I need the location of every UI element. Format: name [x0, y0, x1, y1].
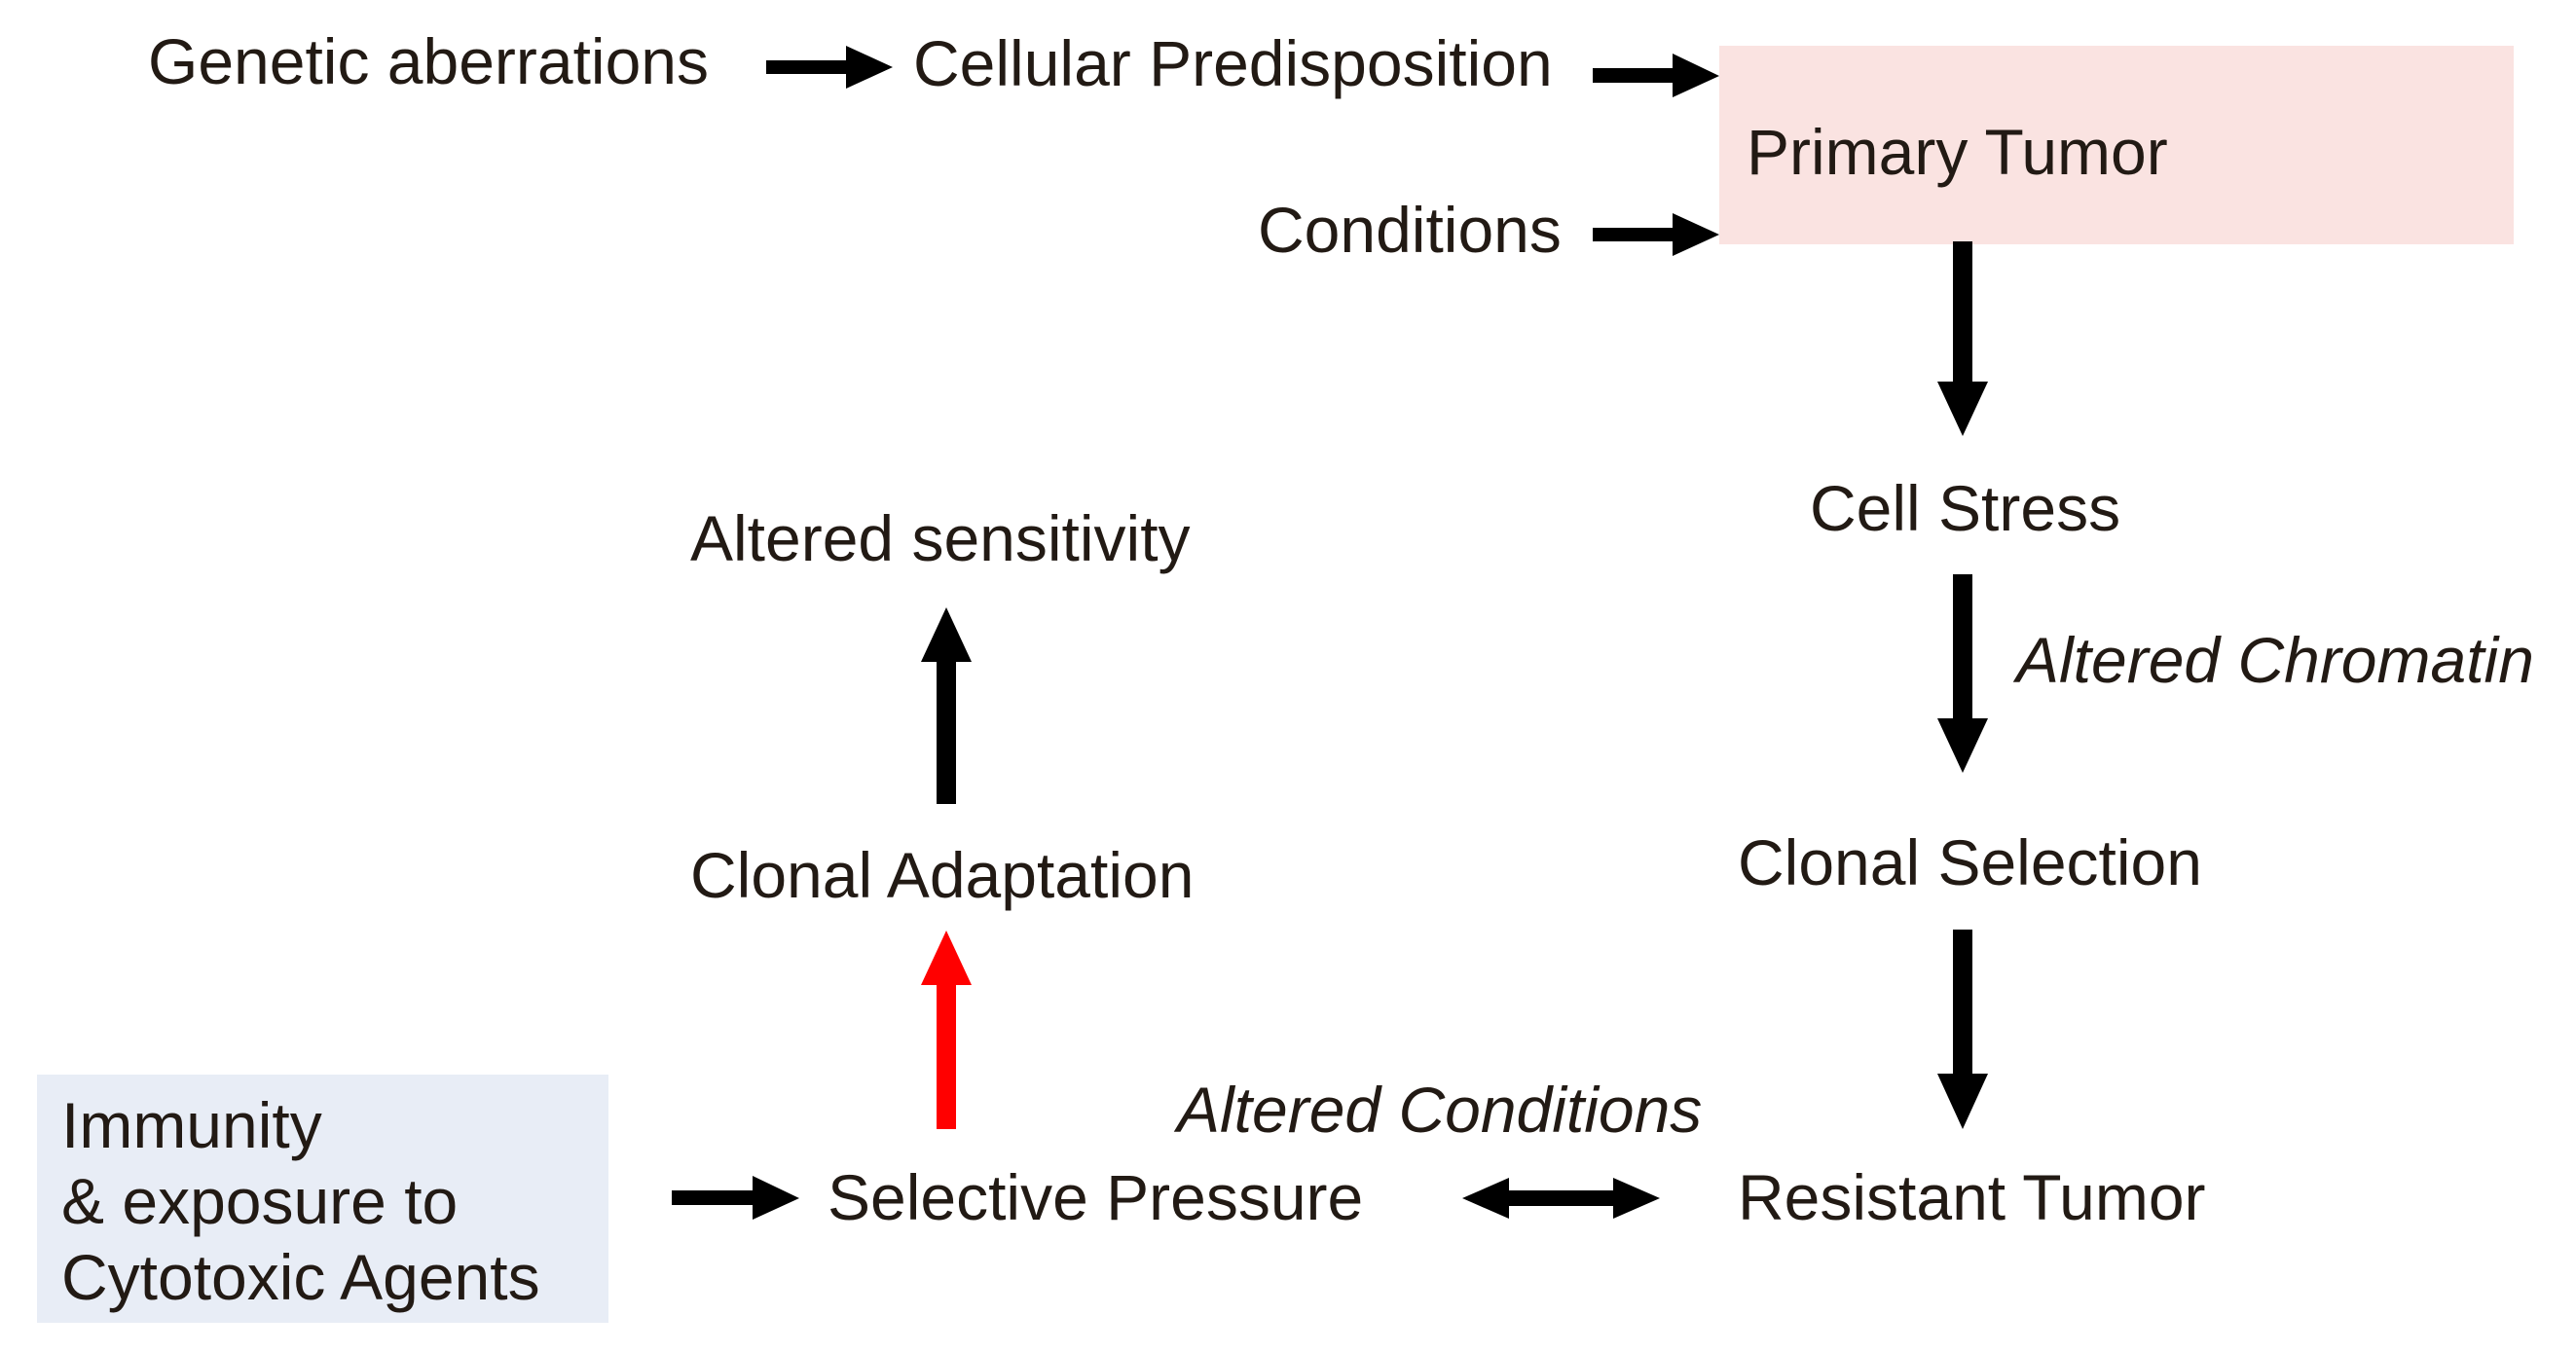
arrow-adaptation-to-sensitivity	[921, 607, 972, 804]
node-immunity-agents: Immunity & exposure to Cytotoxic Agents	[61, 1089, 540, 1313]
node-selective-pressure: Selective Pressure	[828, 1161, 1364, 1233]
arrow-predisposition-to-primary	[1593, 54, 1719, 97]
node-resistant-tumor: Resistant Tumor	[1738, 1161, 2206, 1233]
node-clonal-selection: Clonal Selection	[1738, 826, 2202, 898]
immunity-agents-box	[37, 1075, 608, 1323]
primary-tumor-box	[1719, 46, 2514, 244]
arrow-selective-to-adaptation	[921, 931, 972, 1129]
arrow-clonal-selection-to-resistant	[1937, 930, 1988, 1129]
arrow-immunity-to-selective	[672, 1176, 799, 1220]
node-genetic-aberrations: Genetic aberrations	[148, 25, 709, 97]
arrow-cell-stress-to-clonal-selection	[1937, 574, 1988, 773]
edge-label-altered-conditions: Altered Conditions	[1177, 1074, 1703, 1146]
arrow-genetic-to-predisposition	[766, 46, 893, 89]
node-primary-tumor: Primary Tumor	[1747, 116, 2168, 188]
node-conditions: Conditions	[1258, 194, 1562, 266]
arrow-conditions-to-primary	[1593, 213, 1719, 256]
node-altered-sensitivity: Altered sensitivity	[690, 502, 1191, 574]
arrow-selective-resistant-bidirectional	[1462, 1178, 1660, 1219]
node-clonal-adaptation: Clonal Adaptation	[690, 839, 1195, 911]
node-cell-stress: Cell Stress	[1810, 472, 2121, 544]
edge-label-altered-chromatin: Altered Chromatin	[2016, 624, 2534, 696]
node-cellular-predisposition: Cellular Predisposition	[913, 27, 1553, 99]
arrow-primary-to-cell-stress	[1937, 241, 1988, 436]
